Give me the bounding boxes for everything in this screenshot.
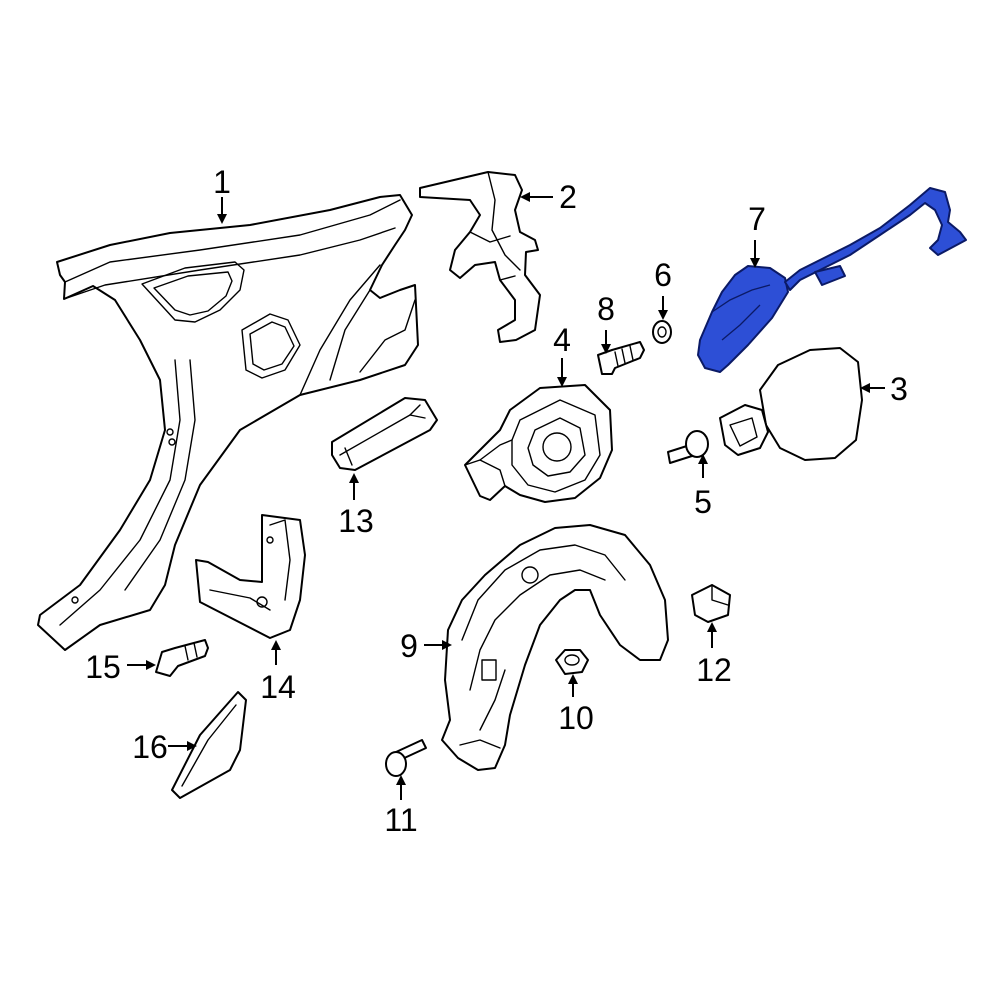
inner-bracket-part: [419, 171, 541, 343]
callout-7: 7: [748, 201, 766, 237]
nut-10-part: [555, 649, 589, 675]
callout-5: 5: [694, 484, 712, 520]
quarter-panel-part: [37, 194, 419, 651]
clip-5-part: [667, 430, 709, 464]
callout-leaders: [127, 192, 885, 800]
callout-13: 13: [338, 503, 374, 539]
retainer-12-part: [691, 584, 731, 623]
callout-2: 2: [559, 179, 577, 215]
callout-9: 9: [400, 628, 418, 664]
splash-guard-part: [195, 514, 306, 639]
callout-11: 11: [384, 802, 417, 838]
callout-6: 6: [654, 257, 672, 293]
push-pin-11-part: [385, 739, 427, 777]
callout-15: 15: [85, 649, 121, 685]
trim-16-part: [171, 691, 247, 799]
callout-3: 3: [890, 371, 908, 407]
callout-4: 4: [553, 322, 571, 358]
fuel-filler-housing-part: [464, 384, 613, 503]
fuel-door-actuator-part: [697, 187, 967, 373]
bolt-8-part: [597, 341, 645, 375]
washer-6-part: [652, 320, 672, 344]
callout-labels: 1 2 3 4 5 6 7 8 9 10 11 12 13 14 15 16: [85, 164, 908, 838]
callout-12: 12: [696, 652, 732, 688]
callout-10: 10: [558, 700, 594, 736]
guard-pad-part: [331, 397, 438, 471]
callout-1: 1: [213, 164, 231, 200]
callout-8: 8: [597, 291, 615, 327]
wheelhouse-liner-part: [441, 524, 669, 771]
callout-14: 14: [260, 669, 296, 705]
screw-15-part: [155, 639, 209, 677]
callout-16: 16: [132, 729, 168, 765]
fuel-door-part: [719, 347, 863, 461]
